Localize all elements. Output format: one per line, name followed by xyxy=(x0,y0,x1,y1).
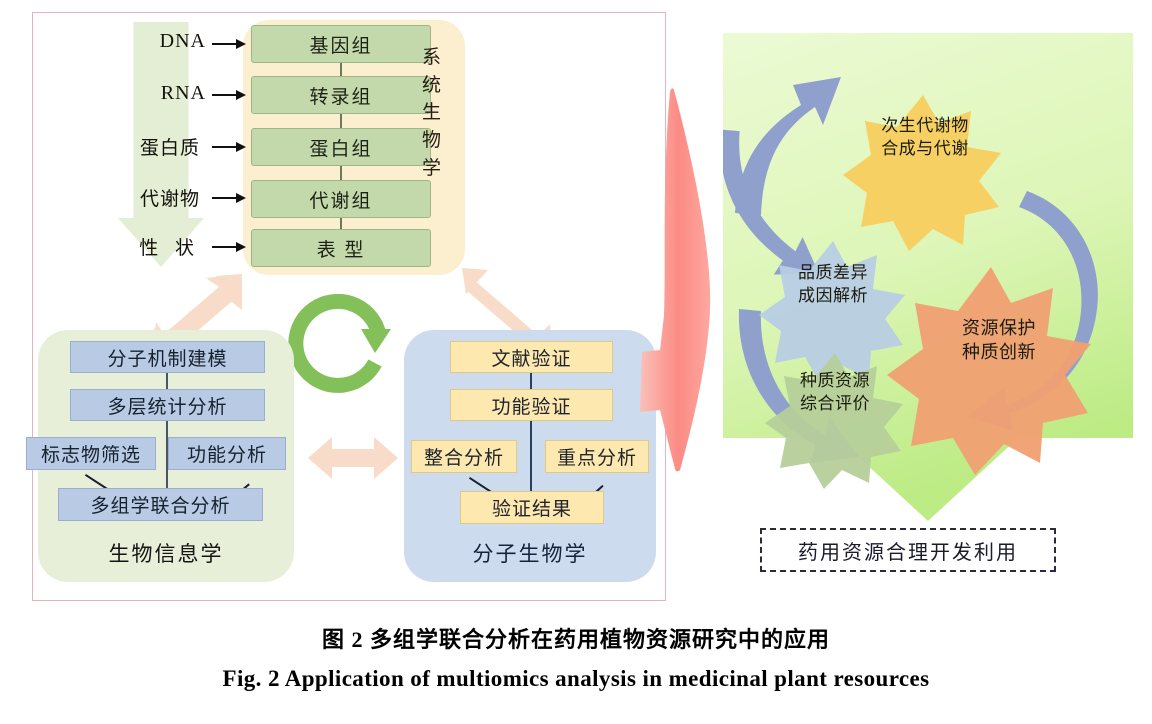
omics-box-genome: 基因组 xyxy=(251,25,431,63)
mb-connector xyxy=(530,421,532,491)
input-label-protein: 蛋白质 xyxy=(139,138,200,159)
arrow-right-icon xyxy=(212,192,248,204)
input-label-metabolite: 代谢物 xyxy=(139,189,200,210)
bio-connector xyxy=(166,421,168,491)
figure-caption-cn: 图 2 多组学联合分析在药用植物资源研究中的应用 xyxy=(321,627,830,652)
transfer-arrow-icon xyxy=(640,88,711,472)
mb-box-literature-validation: 文献验证 xyxy=(450,341,613,373)
gear-germplasm-evaluation xyxy=(765,353,903,489)
figure-caption-en: Fig. 2 Application of multiomics analysi… xyxy=(222,666,930,691)
input-label-dna: DNA xyxy=(159,30,206,52)
mb-box-integrated-analysis: 整合分析 xyxy=(411,440,517,473)
sysbio-char: 生 xyxy=(421,102,442,124)
bidirectional-arrow-horizontal-icon xyxy=(308,437,398,479)
omics-box-metabolome: 代谢组 xyxy=(251,180,431,218)
omics-box-transcriptome: 转录组 xyxy=(251,76,431,114)
omics-connector xyxy=(340,114,342,128)
gear-resource-protection xyxy=(887,267,1091,475)
sysbio-char: 物 xyxy=(421,130,442,152)
sysbio-char: 学 xyxy=(421,157,442,179)
arrow-right-icon xyxy=(212,241,248,253)
omics-box-phenotype: 表 型 xyxy=(251,229,431,267)
molecular-biology-title: 分子生物学 xyxy=(472,542,588,566)
bio-box-multilayer-statistics: 多层统计分析 xyxy=(70,389,265,421)
cycle-refresh-icon xyxy=(288,293,391,393)
omics-connector xyxy=(340,63,342,77)
bio-box-mechanism-modeling: 分子机制建模 xyxy=(70,341,265,373)
gear-secondary-metabolism xyxy=(843,95,1001,251)
systems-biology-label: 系 统 生 物 学 xyxy=(406,44,458,183)
bioinformatics-title: 生物信息学 xyxy=(108,542,224,566)
omics-connector xyxy=(340,218,342,232)
mb-box-validation-result: 验证结果 xyxy=(460,491,604,524)
mb-box-functional-validation: 功能验证 xyxy=(450,389,613,421)
input-label-trait: 性 状 xyxy=(139,238,200,259)
applications-panel xyxy=(723,33,1133,521)
bio-box-functional-analysis: 功能分析 xyxy=(168,437,286,470)
outcome-box: 药用资源合理开发利用 xyxy=(760,528,1056,572)
mb-box-key-analysis: 重点分析 xyxy=(545,440,649,473)
input-label-rna: RNA xyxy=(160,82,206,104)
sysbio-char: 系 xyxy=(421,47,442,68)
sysbio-char: 统 xyxy=(421,74,442,96)
arrow-right-icon xyxy=(212,89,248,101)
bio-box-marker-screening: 标志物筛选 xyxy=(26,437,156,470)
bio-box-multiomics-joint-analysis: 多组学联合分析 xyxy=(58,488,263,521)
mb-connector xyxy=(530,373,532,389)
omics-box-proteome: 蛋白组 xyxy=(251,128,431,166)
arrow-right-icon xyxy=(212,141,248,153)
bio-connector xyxy=(166,373,168,389)
gear-quality-difference xyxy=(759,241,905,385)
omics-connector xyxy=(340,166,342,180)
arrow-right-icon xyxy=(212,38,248,50)
